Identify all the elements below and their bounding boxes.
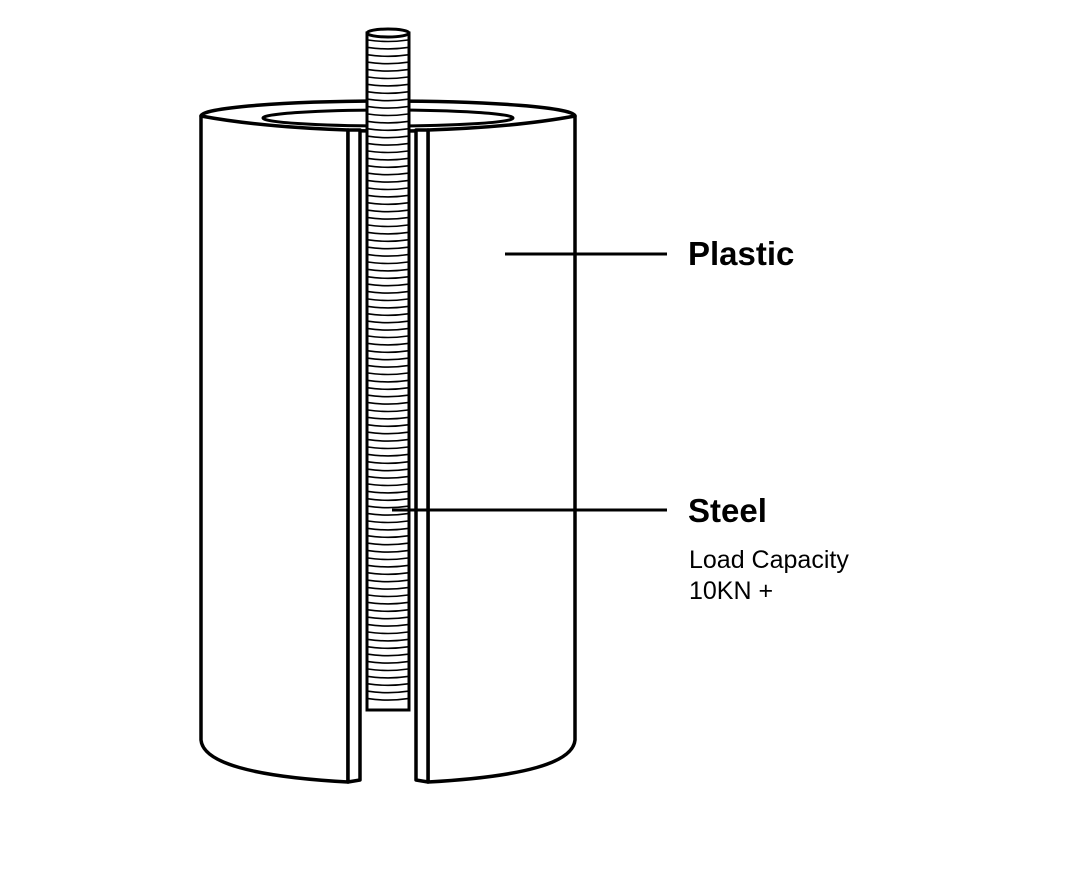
thread-ridge	[367, 631, 409, 635]
thread-ridge	[367, 675, 409, 679]
thread-ridge	[367, 690, 409, 694]
thread-ridge	[367, 276, 409, 280]
steel-capacity-label: Load Capacity	[689, 546, 849, 574]
thread-ridge	[367, 305, 409, 309]
thread-ridge	[367, 475, 409, 479]
thread-ridge	[367, 438, 409, 442]
thread-ridge	[367, 394, 409, 398]
thread-ridge	[367, 446, 409, 450]
thread-ridge	[367, 653, 409, 657]
thread-ridge	[367, 416, 409, 420]
thread-ridge	[367, 120, 409, 124]
thread-ridge	[367, 372, 409, 376]
thread-ridge	[367, 401, 409, 405]
thread-ridge	[367, 54, 409, 58]
thread-ridge	[367, 616, 409, 620]
thread-ridge	[367, 660, 409, 664]
steel-label: Steel	[688, 492, 767, 529]
thread-ridge	[367, 453, 409, 457]
thread-ridge	[367, 379, 409, 383]
thread-ridge	[367, 498, 409, 502]
thread-ridge	[367, 135, 409, 139]
thread-ridge	[367, 113, 409, 117]
thread-ridge	[367, 431, 409, 435]
thread-ridge	[367, 609, 409, 613]
thread-ridge	[367, 520, 409, 524]
thread-ridge	[367, 313, 409, 317]
thread-ridge	[367, 586, 409, 590]
plastic-sleeve-left-half	[199, 114, 362, 784]
thread-ridge	[367, 83, 409, 87]
thread-ridge	[367, 683, 409, 687]
thread-ridge	[367, 39, 409, 43]
thread-ridge	[367, 239, 409, 243]
thread-ridge	[367, 253, 409, 257]
thread-ridge	[367, 601, 409, 605]
thread-ridge	[367, 76, 409, 80]
thread-ridge	[367, 194, 409, 198]
thread-ridge	[367, 697, 409, 701]
thread-ridge	[367, 165, 409, 169]
steel-capacity-value: 10KN +	[689, 577, 774, 605]
thread-ridge	[367, 150, 409, 154]
thread-ridge	[367, 483, 409, 487]
thread-ridge	[367, 623, 409, 627]
thread-ridge	[367, 216, 409, 220]
thread-ridge	[367, 268, 409, 272]
thread-ridge	[367, 387, 409, 391]
thread-ridge	[367, 461, 409, 465]
thread-ridge	[367, 535, 409, 539]
thread-ridge	[367, 549, 409, 553]
thread-ridge	[367, 505, 409, 509]
thread-ridge	[367, 557, 409, 561]
thread-ridge	[367, 128, 409, 132]
thread-ridge	[367, 68, 409, 72]
thread-ridge	[367, 187, 409, 191]
thread-ridge	[367, 646, 409, 650]
thread-ridge	[367, 594, 409, 598]
thread-ridge	[367, 105, 409, 109]
thread-ridge	[367, 283, 409, 287]
thread-ridge	[367, 142, 409, 146]
thread-ridge	[367, 409, 409, 413]
steel-threaded-rod	[365, 27, 411, 712]
thread-ridge	[367, 424, 409, 428]
thread-ridge	[367, 202, 409, 206]
thread-ridge	[367, 46, 409, 50]
rod-threads	[367, 39, 409, 701]
thread-ridge	[367, 527, 409, 531]
thread-ridge	[367, 564, 409, 568]
thread-ridge	[367, 468, 409, 472]
thread-ridge	[367, 579, 409, 583]
thread-ridge	[367, 490, 409, 494]
thread-ridge	[367, 209, 409, 213]
thread-ridge	[367, 261, 409, 265]
thread-ridge	[367, 342, 409, 346]
thread-ridge	[367, 172, 409, 176]
thread-ridge	[367, 638, 409, 642]
thread-ridge	[367, 542, 409, 546]
thread-ridge	[367, 231, 409, 235]
thread-ridge	[367, 364, 409, 368]
thread-ridge	[367, 157, 409, 161]
thread-ridge	[367, 357, 409, 361]
plastic-sleeve-right-half	[414, 114, 577, 784]
thread-ridge	[367, 61, 409, 65]
thread-ridge	[367, 246, 409, 250]
thread-ridge	[367, 327, 409, 331]
thread-ridge	[367, 224, 409, 228]
thread-ridge	[367, 572, 409, 576]
thread-ridge	[367, 298, 409, 302]
thread-ridge	[367, 320, 409, 324]
thread-ridge	[367, 290, 409, 294]
thread-ridge	[367, 91, 409, 95]
thread-ridge	[367, 335, 409, 339]
thread-ridge	[367, 668, 409, 672]
thread-ridge	[367, 350, 409, 354]
plastic-label: Plastic	[688, 235, 795, 272]
thread-ridge	[367, 179, 409, 183]
thread-ridge	[367, 98, 409, 102]
thread-ridge	[367, 512, 409, 516]
